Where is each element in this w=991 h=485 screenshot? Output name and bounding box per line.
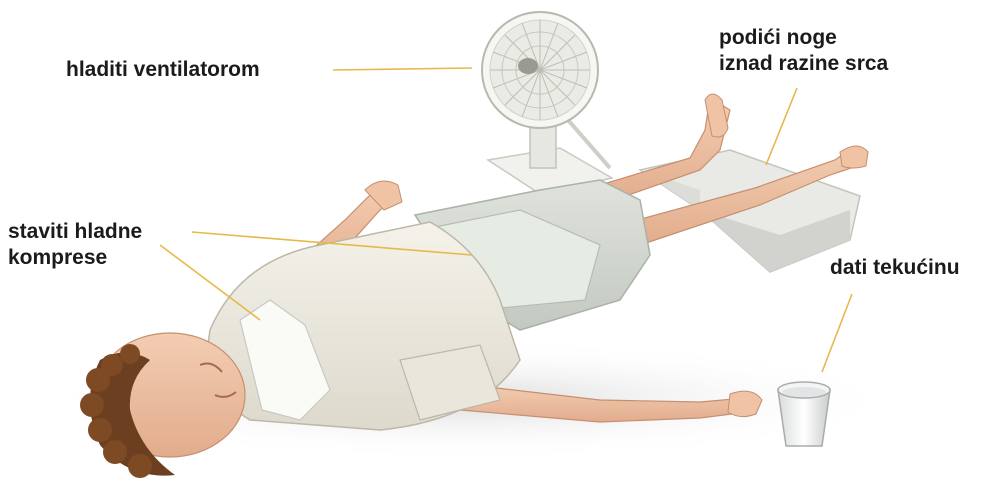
head-illustration (80, 333, 245, 478)
fan-icon (482, 12, 612, 194)
label-cold-compress: staviti hladne komprese (8, 219, 142, 271)
leader-line-legs (766, 88, 797, 165)
label-fan-text: hladiti ventilatorom (66, 57, 260, 83)
label-raise-legs-line1: podići noge (719, 25, 888, 51)
label-give-fluids-text: dati tekućinu (830, 255, 960, 281)
leader-line-fluids (822, 294, 852, 372)
leader-line-fan (333, 68, 472, 70)
label-give-fluids: dati tekućinu (830, 255, 960, 281)
label-cold-compress-line1: staviti hladne (8, 219, 142, 245)
cup-icon (778, 382, 830, 446)
label-fan: hladiti ventilatorom (66, 57, 260, 83)
label-raise-legs-line2: iznad razine srca (719, 51, 888, 77)
label-raise-legs: podići noge iznad razine srca (719, 25, 888, 77)
label-cold-compress-line2: komprese (8, 245, 142, 271)
